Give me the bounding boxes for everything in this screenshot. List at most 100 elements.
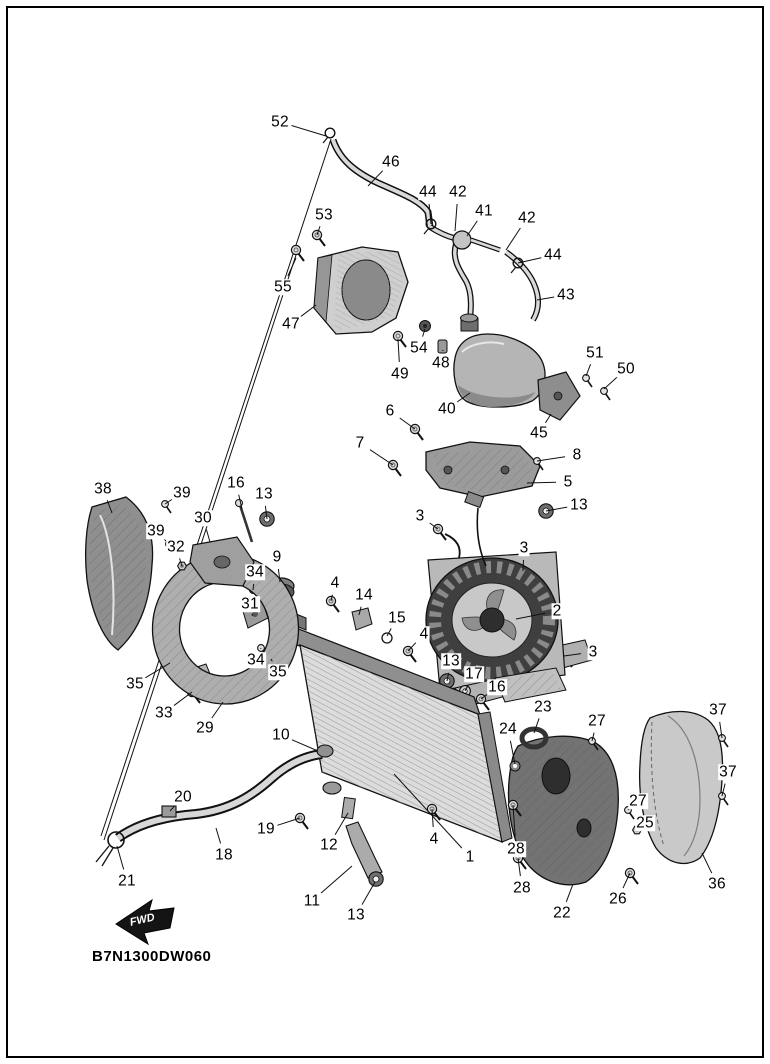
- leader-line-12: [334, 812, 349, 835]
- callout-44: 44: [418, 183, 438, 201]
- breather-hose-46: [329, 138, 434, 228]
- callout-2: 2: [551, 602, 563, 620]
- callout-11: 11: [302, 892, 322, 910]
- callout-8: 8: [571, 446, 583, 464]
- reservoir-tank-40: [453, 313, 546, 408]
- callout-39: 39: [146, 522, 166, 540]
- callout-3: 3: [414, 507, 426, 525]
- callout-17: 17: [464, 665, 484, 683]
- reservoir-cover-47: [313, 246, 409, 335]
- leader-line-14: [358, 606, 362, 616]
- leader-line-15: [386, 628, 392, 637]
- lower-cover-22: [507, 726, 642, 886]
- callout-19: 19: [256, 820, 276, 838]
- leader-lines: [106, 125, 726, 905]
- stay-11-12: [341, 796, 384, 887]
- callout-5: 5: [562, 473, 574, 491]
- callout-13: 13: [346, 906, 366, 924]
- callout-29: 29: [195, 719, 215, 737]
- leader-line-27: [591, 732, 595, 742]
- callout-15: 15: [387, 609, 407, 627]
- leader-line-4: [431, 808, 434, 828]
- callout-53: 53: [314, 206, 334, 224]
- construction-lines: [100, 138, 332, 841]
- side-cover-36: [638, 710, 729, 865]
- callout-50: 50: [616, 360, 636, 378]
- callout-42: 42: [517, 209, 537, 227]
- callout-27: 27: [628, 792, 648, 810]
- leader-line-52: [291, 125, 327, 137]
- callout-49: 49: [390, 365, 410, 383]
- callout-7: 7: [354, 434, 366, 452]
- leader-line-43: [536, 296, 555, 301]
- leader-line-35: [270, 658, 273, 662]
- callout-35: 35: [268, 663, 288, 681]
- callout-54: 54: [409, 339, 429, 357]
- callout-44: 44: [543, 246, 563, 264]
- leader-line-5: [526, 481, 557, 484]
- leader-line-37: [719, 721, 723, 739]
- callout-25: 25: [635, 814, 655, 832]
- leader-line-26: [622, 872, 631, 889]
- callout-10: 10: [271, 726, 291, 744]
- callout-22: 22: [552, 904, 572, 922]
- callout-24: 24: [498, 720, 518, 738]
- callout-4: 4: [418, 625, 430, 643]
- callout-28: 28: [512, 879, 532, 897]
- leader-line-33: [173, 691, 193, 707]
- leader-line-37: [721, 783, 726, 797]
- leader-line-7: [369, 449, 394, 466]
- leader-line-51: [585, 364, 592, 377]
- leader-line-13: [361, 881, 376, 905]
- leader-line-42: [505, 227, 521, 251]
- callout-43: 43: [556, 286, 576, 304]
- collar-48: [437, 339, 448, 354]
- leader-line-17: [464, 684, 469, 692]
- leader-line-36: [701, 852, 713, 874]
- diagram-code: B7N1300DW060: [92, 948, 212, 965]
- callout-31: 31: [240, 595, 260, 613]
- leader-line-13: [264, 505, 268, 520]
- callout-35: 35: [125, 675, 145, 693]
- leader-line-4: [407, 642, 417, 652]
- leader-line-46: [367, 170, 384, 187]
- callout-51: 51: [585, 344, 605, 362]
- leader-line-42: [454, 203, 458, 232]
- leader-line-9: [277, 568, 281, 583]
- leader-line-20: [169, 805, 176, 812]
- leader-line-23: [533, 718, 540, 734]
- callout-48: 48: [431, 354, 451, 372]
- callout-30: 30: [193, 509, 213, 527]
- callout-46: 46: [381, 153, 401, 171]
- leader-line-28: [517, 857, 521, 877]
- callout-1: 1: [464, 848, 476, 866]
- callout-34: 34: [246, 651, 266, 669]
- callout-33: 33: [154, 704, 174, 722]
- leader-line-32: [179, 558, 183, 567]
- leader-line-47: [300, 304, 317, 318]
- bolt-49: [392, 330, 407, 348]
- callout-42: 42: [448, 183, 468, 201]
- leader-line-18: [215, 827, 222, 844]
- leader-line-22: [565, 883, 574, 902]
- callout-37: 37: [718, 763, 738, 781]
- callout-6: 6: [384, 402, 396, 420]
- callout-55: 55: [273, 278, 293, 296]
- leader-line-4: [330, 594, 333, 602]
- leader-line-16: [480, 693, 488, 700]
- leader-line-2: [515, 612, 546, 620]
- leader-line-11: [320, 865, 353, 894]
- callout-39: 39: [172, 484, 192, 502]
- leader-line-29: [211, 701, 224, 719]
- grommet-54: [419, 320, 431, 332]
- callout-34: 34: [245, 563, 265, 581]
- callout-12: 12: [319, 836, 339, 854]
- leader-line-35: [145, 662, 171, 679]
- callout-3: 3: [518, 539, 530, 557]
- fan-stay-5: [387, 423, 554, 519]
- callout-13: 13: [441, 652, 461, 670]
- leader-line-8: [536, 456, 566, 462]
- leader-line-6: [399, 417, 416, 430]
- leader-line-13: [545, 506, 568, 512]
